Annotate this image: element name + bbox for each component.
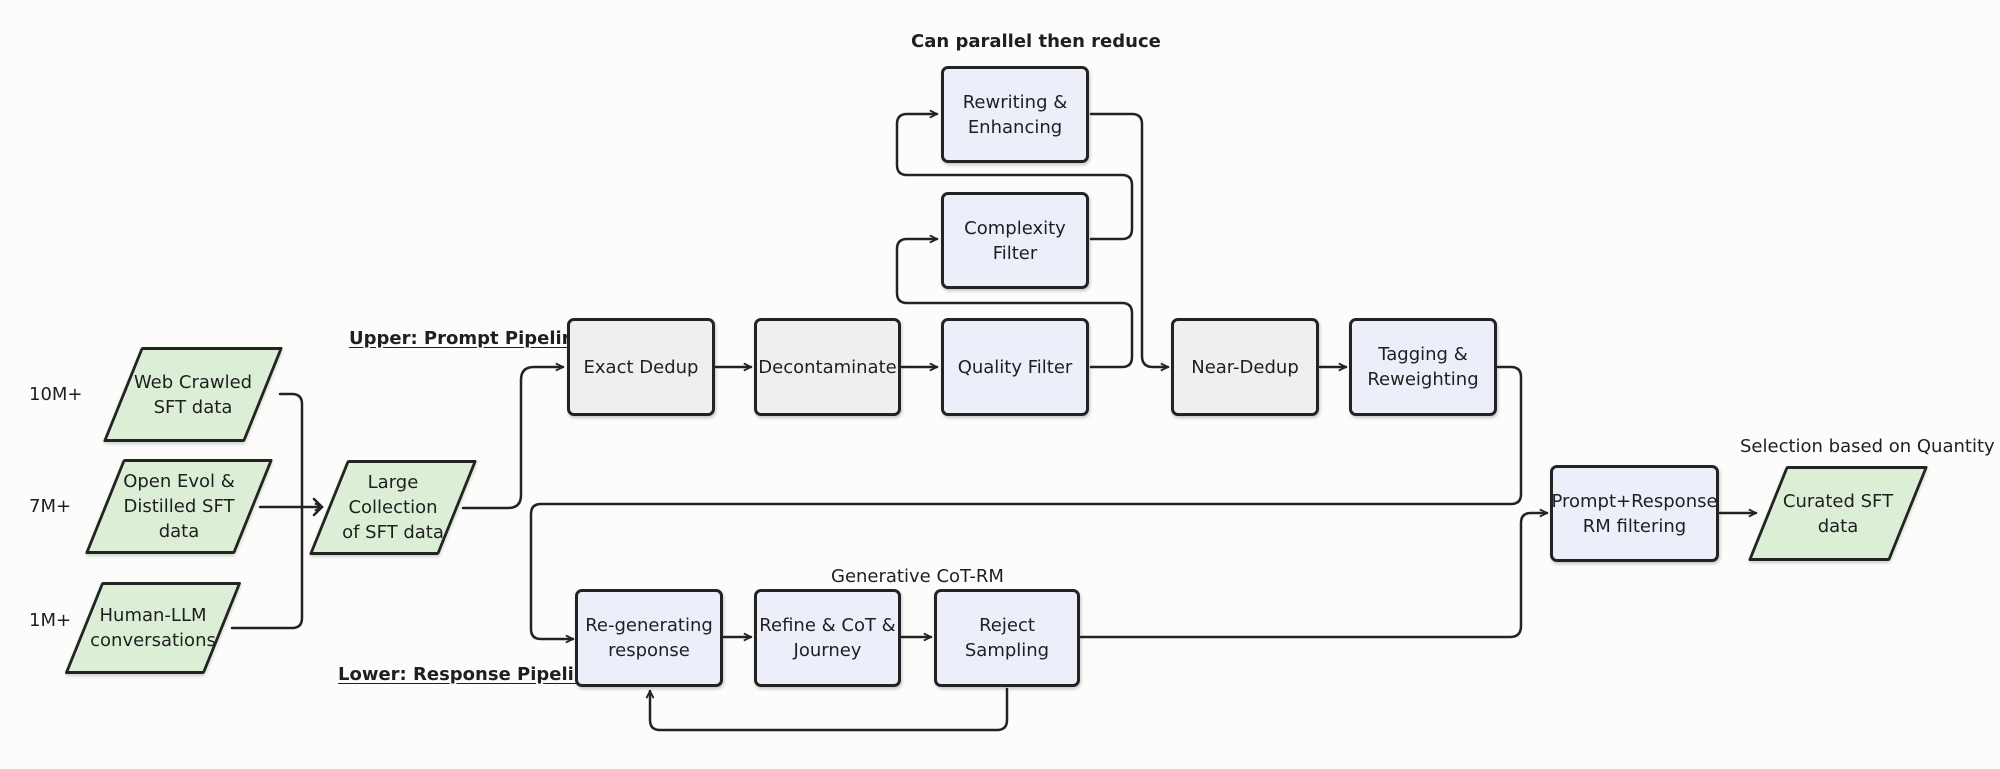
rm-filtering-box: Prompt+Response RM filtering <box>1550 465 1719 562</box>
complexity-filter-box: Complexity Filter <box>941 192 1089 289</box>
rewriting-box: Rewriting & Enhancing <box>941 66 1089 163</box>
count-human: 1M+ <box>29 610 72 631</box>
quality-filter-box: Quality Filter <box>941 318 1089 416</box>
arrow-quality-to-complexity <box>895 239 1134 369</box>
input-web-crawled: Web Crawled SFT data <box>122 347 264 442</box>
upper-pipeline-title: Upper: Prompt Pipeline <box>349 328 587 349</box>
cot-rm-label: Generative CoT-RM <box>831 566 1004 587</box>
arrow-reject-loop <box>650 687 1009 732</box>
tagging-box: Tagging & Reweighting <box>1349 318 1497 416</box>
arrow-complexity-to-rewriting <box>895 114 1134 241</box>
arrow-reject-to-rm <box>1079 513 1549 639</box>
large-collection: Large Collection of SFT data <box>328 460 458 555</box>
arrow-collection-to-exact <box>461 367 565 510</box>
refine-box: Refine & CoT & Journey <box>754 589 901 687</box>
curated-sft-output: Curated SFT data <box>1767 466 1909 561</box>
merge-arrowhead <box>312 497 324 517</box>
count-web: 10M+ <box>29 384 83 405</box>
input-open-evol: Open Evol & Distilled SFT data <box>104 459 254 554</box>
lower-pipeline-title: Lower: Response Pipeline <box>338 664 599 685</box>
decontaminate-box: Decontaminate <box>754 318 901 416</box>
count-evol: 7M+ <box>29 496 72 517</box>
exact-dedup-box: Exact Dedup <box>567 318 715 416</box>
parallel-title: Can parallel then reduce <box>911 31 1161 52</box>
arrow-web-to-collection <box>230 392 304 630</box>
near-dedup-box: Near-Dedup <box>1171 318 1319 416</box>
arrow-rewriting-to-neardedup <box>1089 112 1170 367</box>
arrow-tagging-to-regenerating <box>529 365 1523 639</box>
reject-sampling-box: Reject Sampling <box>934 589 1080 687</box>
selection-caption: Selection based on Quantity <box>1740 436 1995 457</box>
input-human-llm: Human-LLM conversations <box>83 582 223 674</box>
regenerating-box: Re-generating response <box>575 589 723 687</box>
